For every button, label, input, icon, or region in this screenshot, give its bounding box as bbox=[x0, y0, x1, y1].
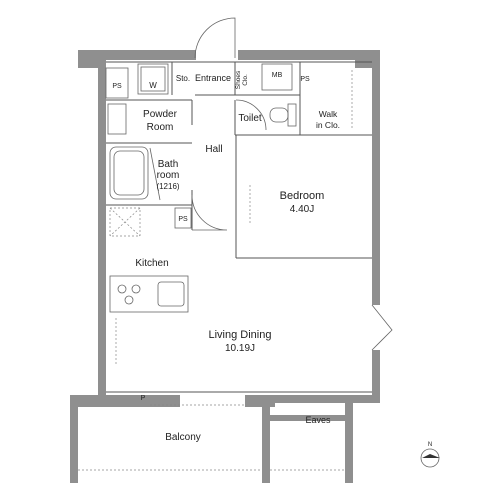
ps-label-3: PS bbox=[178, 216, 188, 223]
fixtures bbox=[78, 63, 353, 471]
toilet-icon bbox=[269, 103, 297, 127]
north-label: N bbox=[428, 442, 432, 448]
mb-label: MB bbox=[272, 72, 283, 79]
entrance-label: Entrance bbox=[195, 73, 231, 83]
bathtub-icon bbox=[109, 146, 149, 200]
w-label: W bbox=[149, 81, 157, 90]
eaves-label: Eaves bbox=[305, 415, 331, 425]
interior-walls bbox=[106, 61, 372, 393]
kitchen-sink-icon bbox=[157, 281, 185, 307]
exterior-walls bbox=[70, 50, 380, 483]
ps-label-2: PS bbox=[300, 76, 310, 83]
toilet-label: Toilet bbox=[238, 113, 262, 124]
hall-label: Hall bbox=[205, 144, 222, 155]
shoes-label: Shoes bbox=[235, 70, 242, 89]
sink-icon bbox=[107, 103, 127, 135]
clo-label: Clo. bbox=[242, 74, 249, 86]
stove-icon bbox=[117, 284, 141, 305]
sto-label: Sto. bbox=[176, 74, 190, 83]
balcony-label: Balcony bbox=[165, 432, 201, 443]
walkin-closet-label-1: Walk bbox=[319, 109, 338, 119]
powder-room-label-2: Room bbox=[147, 122, 174, 133]
bathroom-label-2: room bbox=[157, 170, 180, 181]
powder-room-label-1: Powder bbox=[143, 109, 178, 120]
walkin-closet-label-2: in Clo. bbox=[316, 120, 340, 130]
kitchen-label: Kitchen bbox=[135, 258, 168, 269]
doors bbox=[191, 17, 393, 351]
ps-label-1: PS bbox=[112, 83, 122, 90]
washer-icon bbox=[137, 63, 169, 95]
p-label: P bbox=[141, 395, 146, 402]
living-dining-area-label: 10.19J bbox=[225, 343, 255, 354]
bedroom-area-label: 4.40J bbox=[290, 204, 314, 215]
north-arrow bbox=[420, 448, 440, 468]
bedroom-label: Bedroom bbox=[280, 190, 325, 202]
living-dining-label: Living Dining bbox=[209, 329, 272, 341]
bathroom-label-1: Bath bbox=[158, 159, 179, 170]
fridge-space bbox=[109, 207, 141, 237]
bathroom-size-label: (1216) bbox=[156, 182, 179, 191]
room-labels: PS W Sto. Entrance Shoes Clo. MB PS Powd… bbox=[112, 70, 432, 448]
